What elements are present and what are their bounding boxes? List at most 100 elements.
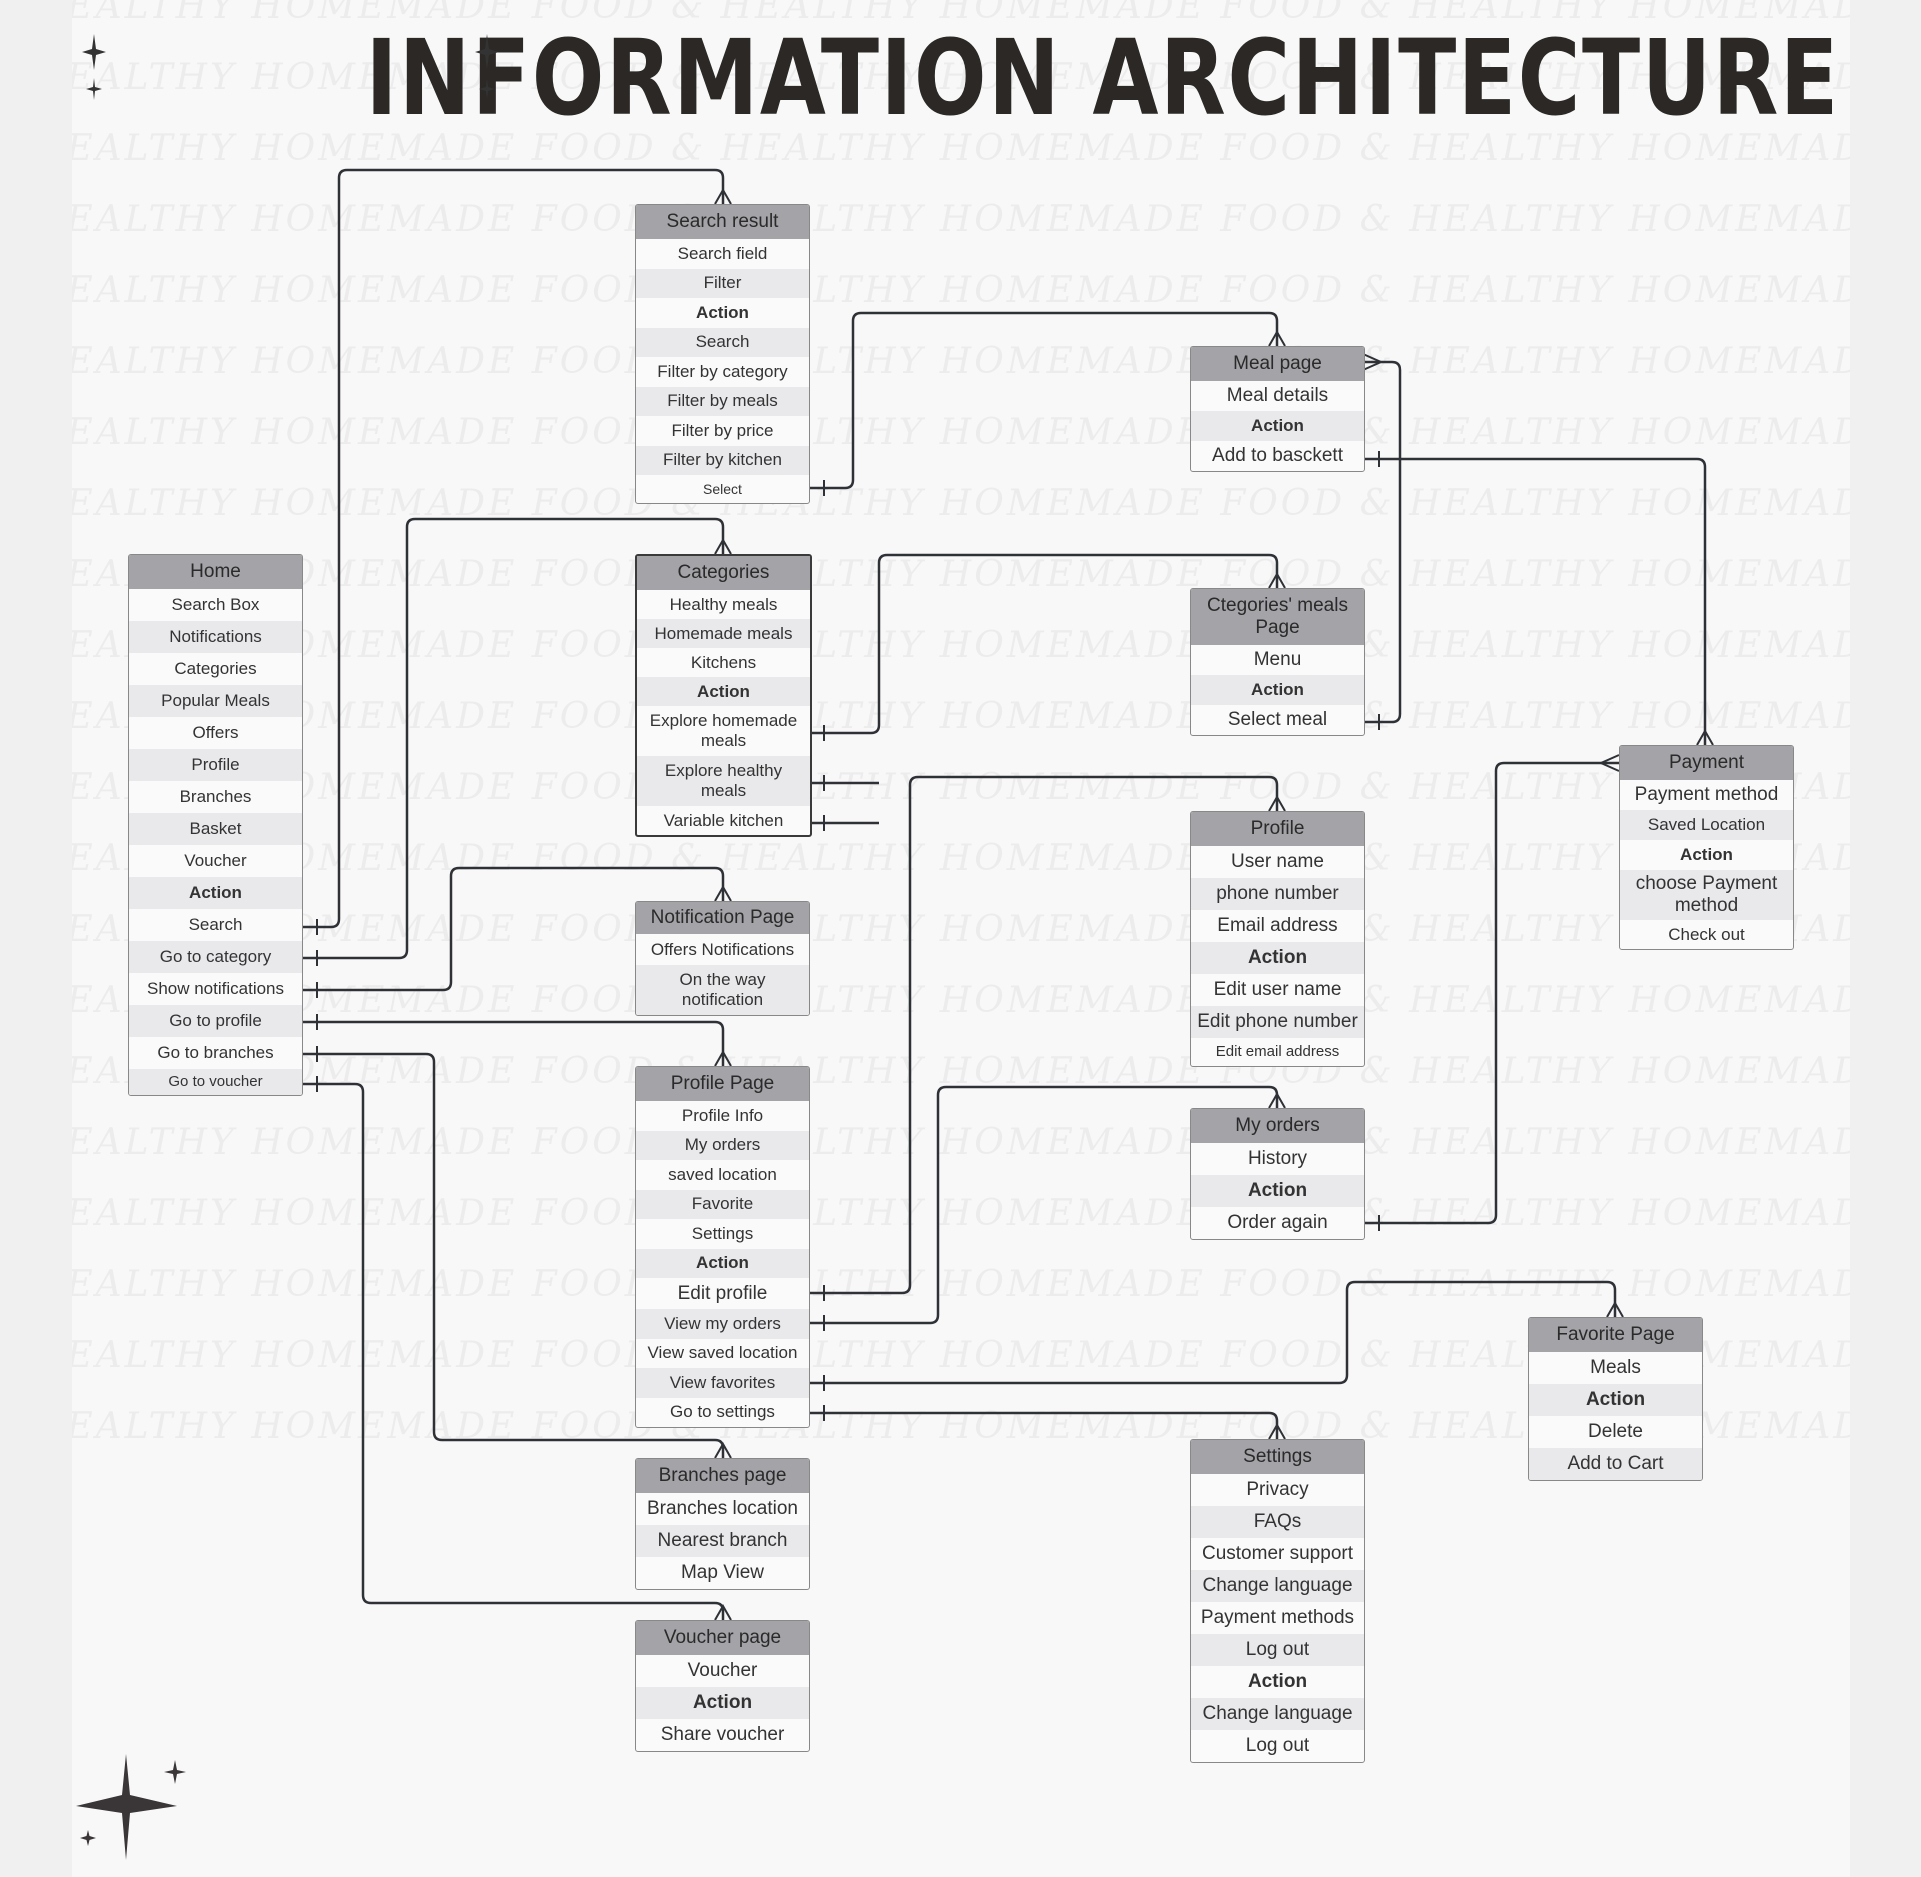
node-row: Action: [1191, 411, 1364, 441]
node-row: Kitchens: [690, 652, 757, 672]
many-marker: [1606, 1300, 1624, 1318]
node-row: Action: [1191, 1175, 1364, 1207]
node-row: Go to branches: [157, 1043, 274, 1063]
node-row: Menu: [1253, 649, 1302, 671]
node-row: Meal details: [1226, 385, 1329, 407]
node-row: Action: [636, 1687, 809, 1719]
node-row: Search field: [677, 243, 768, 263]
node-row: Edit email address: [1215, 1043, 1340, 1061]
node-row: My orders: [636, 1130, 809, 1160]
node-title: Favorite Page: [1529, 1318, 1702, 1352]
node-row: Edit phone number: [1191, 1006, 1364, 1038]
connector-line: [301, 1020, 725, 1066]
many-marker: [714, 537, 732, 555]
node-row: Action: [1529, 1384, 1702, 1416]
node-row: Payment methods: [1200, 1607, 1355, 1629]
many-marker: [1362, 353, 1384, 371]
node-row: Filter by category: [657, 361, 788, 381]
connector-line: [301, 168, 725, 929]
node-row: Delete: [1588, 1421, 1643, 1443]
node-row: Saved Location: [1620, 810, 1793, 840]
node-row: Voucher: [184, 851, 247, 871]
many-marker: [1268, 571, 1286, 589]
sparkle-icon: [82, 34, 106, 100]
node-row: Filter: [636, 268, 809, 298]
node-row: Action: [1191, 942, 1364, 974]
node-row: Log out: [1245, 1735, 1310, 1757]
node-row: Homemade meals: [637, 619, 810, 648]
many-marker: [714, 1441, 732, 1459]
node-row: Notifications: [129, 621, 302, 653]
many-marker: [714, 1603, 732, 1621]
node-row: Action: [1680, 845, 1733, 865]
diagram-canvas: HEALTHY HOMEMADE FOOD & HEALTHY HOMEMADE…: [72, 0, 1850, 1877]
node-row: On the way notification: [636, 965, 809, 1015]
node-row: Favorite: [636, 1189, 809, 1219]
node-row: Share voucher: [660, 1724, 785, 1746]
node-row: Action: [637, 677, 810, 706]
node-row: View favorites: [636, 1368, 809, 1398]
node-row: Filter by kitchen: [636, 445, 809, 475]
node-row: Offers Notifications: [650, 939, 795, 959]
node-row: Check out: [1668, 924, 1745, 944]
node-row: FAQs: [1191, 1506, 1364, 1538]
many-marker: [1268, 794, 1286, 812]
node-row: Search: [636, 327, 809, 357]
node-row: Healthy meals: [669, 594, 778, 614]
connector-line: [808, 1085, 1279, 1325]
node-row: Add to basckett: [1212, 445, 1343, 467]
many-marker: [714, 1049, 732, 1067]
page-title: INFORMATION ARCHITECTURE: [365, 17, 1840, 139]
connector-line: [301, 517, 725, 960]
node-row: Explore healthy meals: [637, 756, 810, 806]
connector-layer: [301, 168, 1714, 1621]
node-title: Categories: [637, 556, 810, 590]
node-title: Settings: [1191, 1440, 1364, 1474]
node-row: Edit user name: [1213, 979, 1342, 1001]
connector-line: [808, 311, 1279, 490]
node-row: Customer support: [1201, 1543, 1353, 1565]
node-row: Branches location: [646, 1498, 799, 1520]
node-row: Privacy: [1246, 1479, 1309, 1501]
connector-line: [808, 1280, 1617, 1385]
connector-line: [808, 775, 1279, 1295]
node-row: Action: [636, 1248, 809, 1278]
node-title: Payment: [1620, 746, 1793, 780]
connector-line: [808, 553, 1279, 735]
many-marker: [714, 884, 732, 902]
node-row: Nearest branch: [636, 1525, 809, 1557]
node-row: Payment method: [1634, 784, 1779, 806]
node-title: My orders: [1191, 1109, 1364, 1143]
node-title: Meal page: [1191, 347, 1364, 381]
sparkle-icon: [475, 34, 499, 100]
node-row: Profile Info: [681, 1105, 764, 1125]
node-row: Go to category: [129, 941, 302, 973]
node-row: Select meal: [1227, 709, 1328, 731]
node-title: Voucher page: [636, 1621, 809, 1655]
node-row: Meals: [1590, 1357, 1641, 1379]
node-title: Search result: [636, 205, 809, 239]
node-row: Go to voucher: [129, 1069, 302, 1095]
many-marker: [714, 187, 732, 205]
node-row: Filter by price: [671, 420, 774, 440]
connector-line: [1363, 360, 1402, 724]
node-row: Go to profile: [129, 1005, 302, 1037]
many-marker: [1696, 728, 1714, 746]
node-row: Change language: [1191, 1570, 1364, 1602]
many-marker: [1598, 754, 1620, 772]
node-row: Go to settings: [670, 1402, 775, 1422]
node-row: saved location: [668, 1164, 777, 1184]
many-marker: [1268, 1091, 1286, 1109]
node-row: Search: [188, 915, 243, 935]
node-row: Offers: [192, 723, 239, 743]
